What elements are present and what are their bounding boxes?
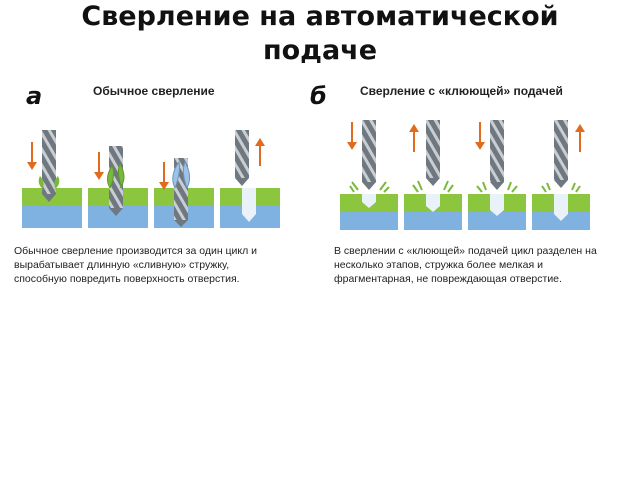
- drilled-hole: [426, 194, 440, 212]
- drilled-hole: [490, 194, 504, 216]
- chip-icon: [172, 160, 191, 189]
- drilled-hole: [242, 188, 256, 222]
- drill-bit: [109, 146, 123, 208]
- workpiece-bottom-layer: [340, 212, 398, 230]
- drilled-hole: [554, 194, 568, 221]
- up-arrow-icon: [255, 138, 265, 166]
- title-line-2: подаче: [262, 35, 378, 66]
- chip-icon: [476, 181, 518, 193]
- caption-line: вырабатывает длинную «сливную» стружку,: [14, 259, 230, 271]
- stage-b4: [532, 120, 590, 230]
- chip-icon: [38, 176, 44, 190]
- panel-a-heading: Обычное сверление: [93, 84, 215, 98]
- stage-b2: [404, 120, 462, 230]
- drill-tip: [235, 178, 249, 186]
- down-arrow-icon: [94, 152, 104, 180]
- chip-icon: [106, 162, 125, 189]
- title-line-1: Сверление на автоматической: [81, 1, 559, 32]
- down-arrow-icon: [475, 122, 485, 150]
- drill-bit: [426, 120, 440, 178]
- stage-a1: [22, 130, 82, 228]
- up-arrow-icon: [409, 124, 419, 152]
- drill-tip: [554, 180, 568, 188]
- panel-a-caption: Обычное сверление производится за один ц…: [14, 244, 257, 286]
- drill-bit: [362, 120, 376, 182]
- panel-b-illustration: [340, 120, 590, 230]
- stage-a2: [88, 146, 148, 228]
- drill-bit: [235, 130, 249, 178]
- drill-tip: [42, 194, 56, 202]
- caption-line: несколько этапов, стружка более мелкая и: [334, 259, 543, 271]
- panel-a-illustration: [22, 130, 280, 228]
- panel-b-letter: б: [310, 82, 327, 110]
- caption-line: В сверлении с «клюющей» подачей цикл раз…: [334, 245, 597, 257]
- chip-icon: [412, 180, 454, 193]
- workpiece-bottom-layer: [404, 212, 462, 230]
- drill-tip: [426, 178, 440, 186]
- panel-a-letter: а: [26, 82, 43, 110]
- drill-bit: [490, 120, 504, 182]
- page-title: Сверление на автоматической подаче: [0, 0, 640, 68]
- chip-icon: [54, 176, 60, 190]
- caption-line: способную повредить поверхность отверсти…: [14, 273, 240, 285]
- stage-b1: [340, 120, 398, 230]
- caption-line: фрагментарная, не повреждающая отверстие…: [334, 273, 562, 285]
- chip-icon: [541, 182, 581, 193]
- workpiece-bottom-layer: [88, 206, 148, 228]
- stage-a4: [220, 130, 280, 228]
- up-arrow-icon: [575, 124, 585, 152]
- drill-tip: [109, 208, 123, 216]
- drill-bit: [554, 120, 568, 180]
- down-arrow-icon: [347, 122, 357, 150]
- caption-line: Обычное сверление производится за один ц…: [14, 245, 258, 257]
- workpiece-bottom-layer: [468, 212, 526, 230]
- down-arrow-icon: [159, 162, 169, 190]
- drill-tip: [362, 182, 376, 190]
- down-arrow-icon: [27, 142, 37, 170]
- drill-bit: [42, 130, 56, 194]
- panel-b-caption: В сверлении с «клюющей» подачей цикл раз…: [334, 244, 597, 286]
- drill-tip: [174, 220, 188, 227]
- stage-b3: [468, 120, 526, 230]
- stage-a3: [154, 158, 214, 228]
- panel-b-heading: Сверление с «клюющей» подачей: [360, 84, 563, 98]
- drilled-hole: [362, 194, 376, 208]
- chip-icon: [349, 181, 390, 193]
- drill-tip: [490, 182, 504, 190]
- workpiece-bottom-layer: [22, 206, 82, 228]
